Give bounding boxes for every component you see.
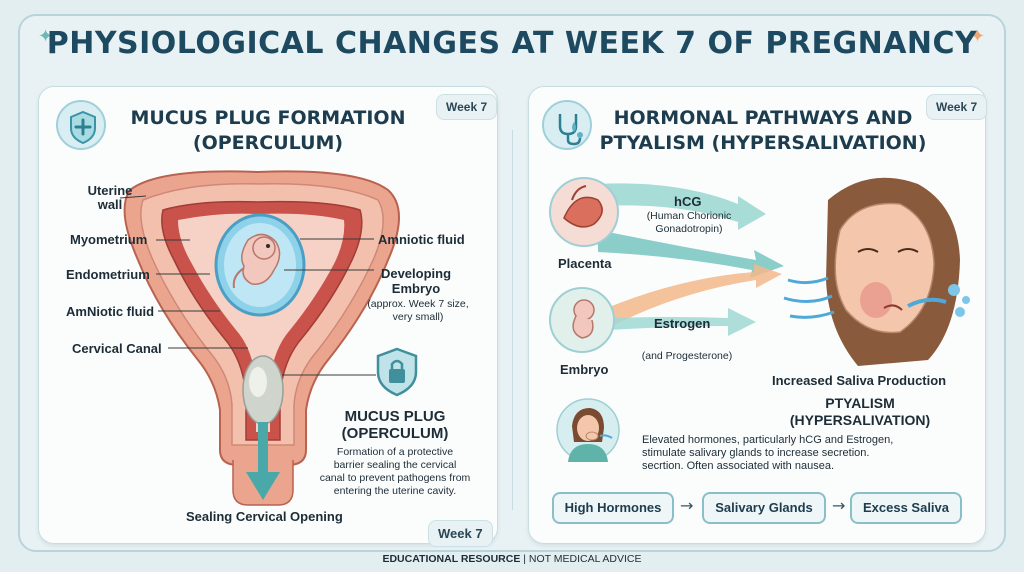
nauseous-person-icon — [556, 398, 620, 462]
hormone-pathway-illustration — [549, 177, 970, 366]
label-embryo: Embryo — [560, 362, 609, 377]
hcg-full-name: (Human Chorionic Gonadotropin) — [634, 210, 744, 236]
mucus-plug-heading: MUCUS PLUG (OPERCULUM) — [330, 408, 460, 442]
heading-line: (OPERCULUM) — [341, 425, 449, 442]
sparkle-icon: ✦ — [38, 26, 54, 47]
title-line: (OPERCULUM) — [192, 132, 344, 154]
flow-arrow-icon: → — [832, 496, 846, 515]
sub-line: (Human Chorionic — [646, 210, 732, 222]
embryo-size-note: (approx. Week 7 size, very small) — [362, 298, 474, 324]
desc-line: entering the uterine cavity. — [333, 485, 457, 497]
flow-step-salivary-glands: Salivary Glands — [702, 492, 826, 524]
heading-line: MUCUS PLUG — [344, 408, 446, 425]
sparkle-icon: ✦ — [970, 26, 986, 47]
right-panel-title: HORMONAL PATHWAYS AND PTYALISM (HYPERSAL… — [598, 106, 928, 156]
flow-step-high-hormones: High Hormones — [552, 492, 674, 524]
ptyalism-description: Elevated hormones, particularly hCG and … — [642, 434, 982, 473]
label-hcg: hCG — [674, 194, 702, 209]
mucus-plug-description: Formation of a protective barrier sealin… — [308, 446, 482, 498]
label-amniotic-fluid-right: Amniotic fluid — [378, 232, 465, 247]
page-title: PHYSIOLOGICAL CHANGES AT WEEK 7 OF PREGN… — [46, 26, 978, 61]
label-sealing-opening: Sealing Cervical Opening — [186, 509, 343, 524]
footer-rest: | NOT MEDICAL ADVICE — [520, 553, 642, 565]
desc-line: stimulate salivary glands to increase se… — [642, 447, 870, 459]
note-line: (approx. Week 7 size, — [367, 298, 469, 310]
flow-step-excess-saliva: Excess Saliva — [850, 492, 962, 524]
left-panel-title: MUCUS PLUG FORMATION (OPERCULUM) — [118, 106, 418, 156]
desc-line: secrtion. Often associated with nausea. — [642, 460, 834, 472]
title-line: MUCUS PLUG FORMATION — [130, 107, 406, 129]
label-line: Uterine — [87, 183, 133, 198]
desc-line: canal to prevent pathogens from — [319, 472, 471, 484]
heading-line: (HYPERSALIVATION) — [789, 412, 931, 428]
label-cervical-canal: Cervical Canal — [72, 341, 162, 356]
title-line: PTYALISM (HYPERSALIVATION) — [599, 132, 927, 154]
panel-divider — [512, 130, 513, 510]
title-line: HORMONAL PATHWAYS AND — [613, 107, 913, 129]
label-line: Developing — [380, 266, 452, 281]
stethoscope-icon — [542, 100, 592, 150]
label-increased-saliva: Increased Saliva Production — [772, 373, 947, 388]
label-uterine-wall: Uterine wall — [80, 184, 140, 212]
label-estrogen: Estrogen — [654, 316, 711, 331]
label-developing-embryo: Developing Embryo — [374, 266, 458, 296]
week-badge: Week 7 — [926, 94, 988, 120]
label-progesterone: (and Progesterone) — [641, 350, 733, 362]
sub-line: Gonadotropin) — [655, 223, 723, 235]
lock-shield-icon — [370, 345, 424, 399]
week-badge: Week 7 — [428, 520, 493, 547]
shield-medical-icon — [56, 100, 106, 150]
uterus-illustration — [119, 170, 400, 506]
desc-line: Formation of a protective — [336, 446, 454, 458]
footer-disclaimer: EDUCATIONAL RESOURCE | NOT MEDICAL ADVIC… — [0, 553, 1024, 565]
label-myometrium: Myometrium — [70, 232, 148, 247]
heading-line: PTYALISM — [825, 395, 895, 411]
footer-bold: EDUCATIONAL RESOURCE — [382, 553, 521, 565]
label-line: wall — [97, 197, 123, 212]
week-badge: Week 7 — [436, 94, 498, 120]
label-amniotic-fluid-left: AmNiotic fluid — [66, 304, 155, 319]
desc-line: Elevated hormones, particularly hCG and … — [642, 434, 894, 446]
label-placenta: Placenta — [558, 256, 612, 271]
flow-arrow-icon: → — [680, 496, 694, 515]
ptyalism-heading: PTYALISM (HYPERSALIVATION) — [760, 395, 960, 429]
label-line: Embryo — [391, 281, 441, 296]
desc-line: barrier sealing the cervical — [333, 459, 457, 471]
label-endometrium: Endometrium — [66, 267, 150, 282]
note-line: very small) — [392, 311, 444, 323]
